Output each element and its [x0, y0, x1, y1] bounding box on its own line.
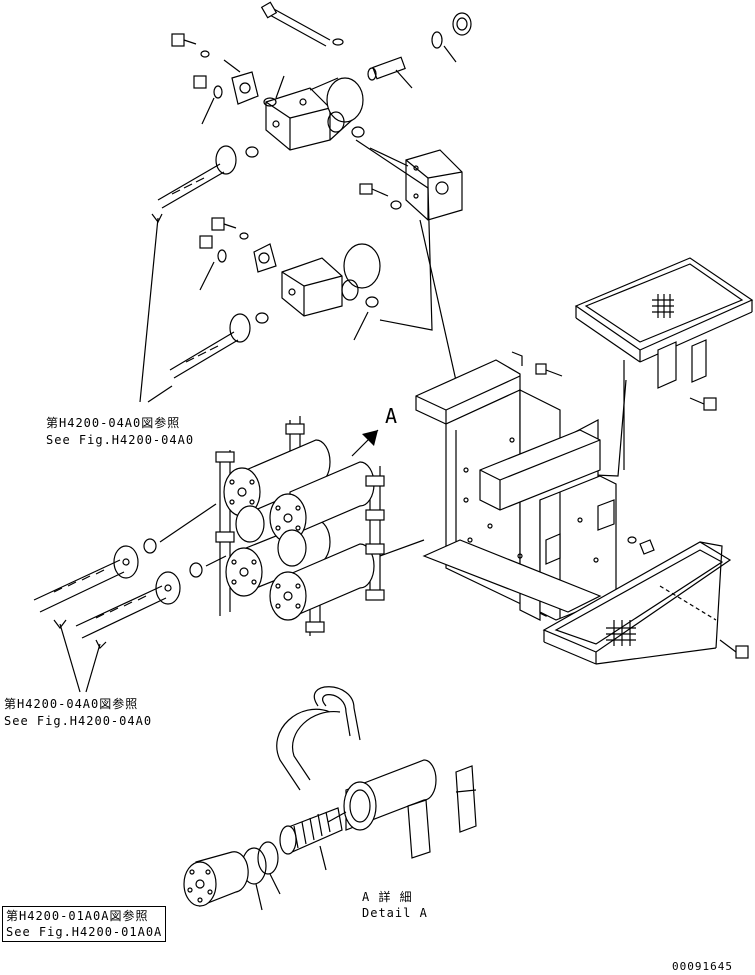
- reference-lower-jp: 第H4200-01A0A図参照: [6, 909, 149, 923]
- frame-assembly: [415, 351, 617, 621]
- lower-cover-tray: [542, 536, 749, 665]
- leader-line: [139, 217, 159, 403]
- reference-box: 第H4200-01A0A図参照 See Fig.H4200-01A0A: [2, 906, 167, 942]
- upper-cover-tray: [574, 257, 754, 470]
- filter-bank: [215, 416, 425, 636]
- lower-valve-group: [169, 217, 381, 379]
- lower-hoses: [33, 503, 227, 693]
- upper-valve-group: [157, 1, 472, 209]
- detail-title-jp: A 詳 細: [362, 890, 413, 904]
- valve-bracket: [359, 147, 463, 221]
- drawing-number: 00091645: [672, 960, 733, 973]
- detail-a-assembly: [183, 686, 477, 911]
- leader-line: [147, 385, 173, 403]
- reference-upper-jp: 第H4200-04A0図参照: [46, 416, 181, 430]
- detail-title-en: Detail A: [362, 906, 428, 920]
- reference-upper-en: See Fig.H4200-04A0: [46, 433, 195, 447]
- reference-lower-en: See Fig.H4200-01A0A: [6, 925, 163, 939]
- reference-middle-en: See Fig.H4200-04A0: [4, 714, 153, 728]
- reference-middle-jp: 第H4200-04A0図参照: [4, 697, 139, 711]
- view-arrow-label: A: [385, 404, 398, 428]
